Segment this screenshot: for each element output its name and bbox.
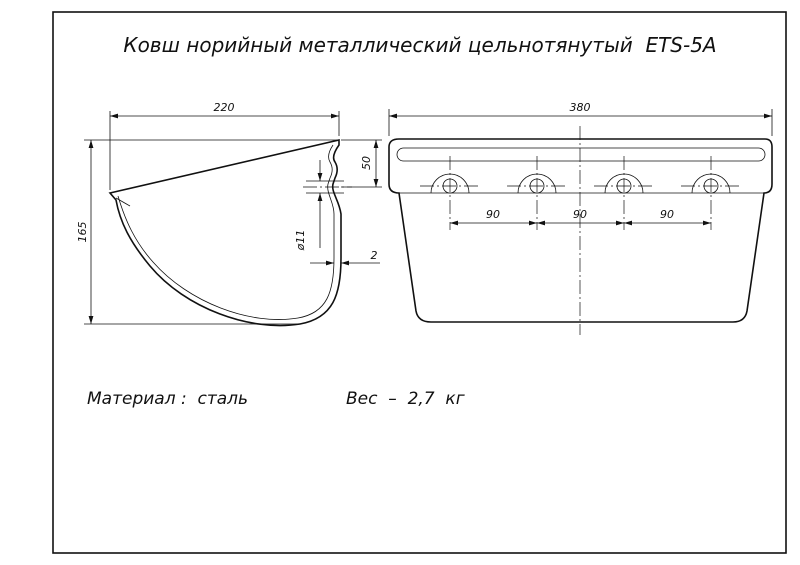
dim-width-front: 380 (570, 101, 591, 114)
bolt-hole-2 (507, 156, 567, 230)
drawing-frame (52, 11, 787, 554)
drawing-title: Ковш норийный металлический цельнотянуты… (123, 33, 716, 57)
dim-height-side: 165 (76, 222, 89, 243)
front-view: 90 90 90 380 (388, 101, 773, 335)
dim-hole-spacing-3: 90 (660, 208, 674, 221)
side-view: ø11 220 165 50 2 (76, 101, 382, 327)
bolt-hole-3 (594, 156, 654, 230)
dim-top-depth: 50 (360, 156, 373, 170)
dim-hole-diameter: ø11 (294, 230, 307, 252)
material-note: Материал : сталь (87, 389, 248, 409)
dim-wall-thickness: 2 (371, 249, 378, 262)
bolt-hole-4 (681, 156, 741, 230)
weight-note: Вес – 2,7 кг (346, 389, 465, 409)
dim-hole-spacing-1: 90 (486, 208, 500, 221)
top-slot (396, 147, 766, 162)
bucket-front-outline (388, 138, 773, 323)
dim-hole-spacing-2: 90 (573, 208, 587, 221)
bolt-hole-1 (420, 156, 480, 230)
dim-width-side: 220 (214, 101, 235, 114)
bucket-profile-inner (117, 144, 335, 320)
bucket-profile-outer (108, 138, 342, 327)
